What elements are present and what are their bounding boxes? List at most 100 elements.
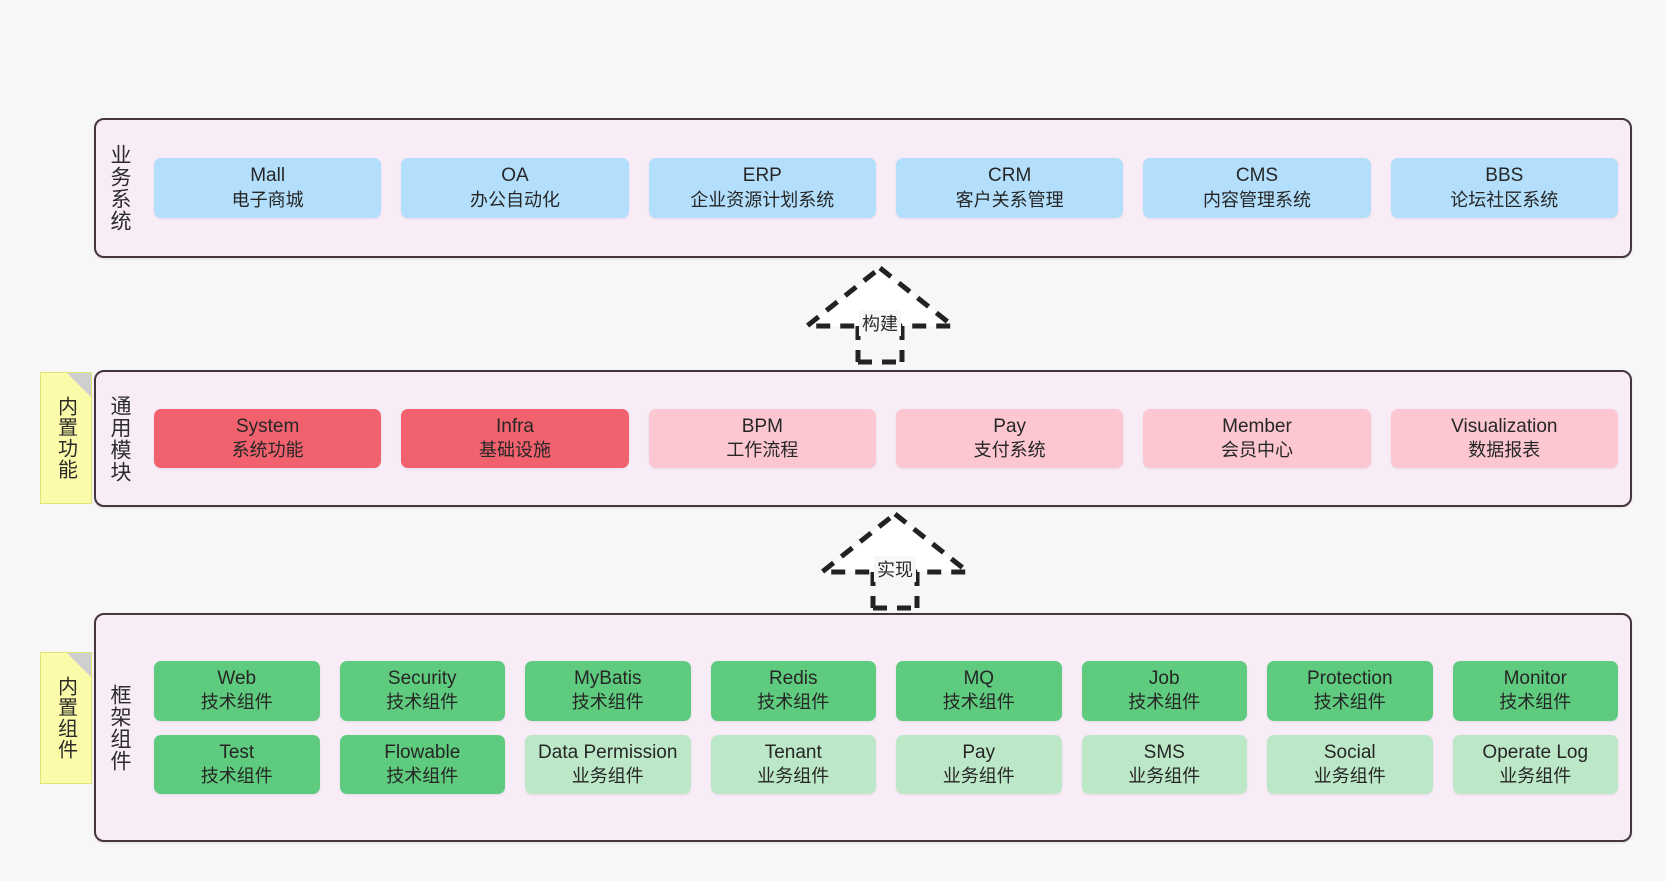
layer-business-systems: 业务系统 Mall 电子商城 OA 办公自动化 ERP 企业资源计划系统 CRM… — [94, 118, 1632, 258]
connector-build: 构建 — [799, 264, 961, 365]
module-card-bpm[interactable]: BPM 工作流程 — [648, 408, 876, 469]
module-card-subtitle: 技术组件 — [200, 765, 273, 786]
module-card-bbs[interactable]: BBS 论坛社区系统 — [1390, 158, 1618, 218]
module-card-subtitle: 企业资源计划系统 — [690, 189, 835, 210]
module-card-subtitle: 技术组件 — [1313, 692, 1386, 713]
module-card-title: Mall — [250, 165, 286, 187]
layer-row: System 系统功能 Infra 基础设施 BPM 工作流程 Pay 支付系统… — [154, 408, 1618, 469]
module-card-subtitle: 业务组件 — [1499, 765, 1572, 786]
module-card-security[interactable]: Security 技术组件 — [339, 661, 505, 721]
module-card-title: CMS — [1235, 165, 1279, 187]
module-card-monitor[interactable]: Monitor 技术组件 — [1452, 661, 1618, 721]
module-card-operate-log[interactable]: Operate Log 业务组件 — [1452, 734, 1618, 794]
layer-title-business-systems: 业务系统 — [108, 144, 132, 232]
module-card-title: SMS — [1143, 741, 1185, 763]
layer-body-framework-components: Web 技术组件 Security 技术组件 MyBatis 技术组件 Redi… — [142, 615, 1630, 840]
module-card-subtitle: 办公自动化 — [469, 189, 560, 210]
module-card-mall[interactable]: Mall 电子商城 — [154, 158, 382, 218]
note-label: 内置组件 — [54, 676, 77, 760]
generalization-arrowhead-icon — [799, 264, 961, 329]
module-card-mq[interactable]: MQ 技术组件 — [896, 661, 1062, 721]
module-card-subtitle: 业务组件 — [571, 765, 644, 786]
layer-common-modules: 通用模块 System 系统功能 Infra 基础设施 BPM 工作流程 Pay… — [94, 370, 1632, 507]
module-card-title: Member — [1222, 415, 1292, 437]
module-card-system[interactable]: System 系统功能 — [154, 408, 382, 469]
module-card-title: MQ — [963, 668, 995, 690]
module-card-social[interactable]: Social 业务组件 — [1267, 734, 1433, 794]
module-card-subtitle: 电子商城 — [231, 189, 304, 210]
module-card-title: Test — [219, 741, 255, 763]
module-card-subtitle: 业务组件 — [942, 765, 1015, 786]
note-builtin-features: 内置功能 — [40, 372, 92, 504]
module-card-subtitle: 会员中心 — [1220, 440, 1293, 461]
module-card-title: Pay — [993, 415, 1027, 437]
module-card-mybatis[interactable]: MyBatis 技术组件 — [525, 661, 691, 721]
module-card-subtitle: 技术组件 — [386, 692, 459, 713]
layer-framework-components: 框架组件 Web 技术组件 Security 技术组件 MyBatis 技术组件… — [94, 613, 1632, 842]
module-card-job[interactable]: Job 技术组件 — [1081, 661, 1247, 721]
module-card-subtitle: 业务组件 — [1128, 765, 1201, 786]
module-card-subtitle: 技术组件 — [386, 765, 459, 786]
module-card-sms[interactable]: SMS 业务组件 — [1081, 734, 1247, 794]
module-card-redis[interactable]: Redis 技术组件 — [710, 661, 876, 721]
module-card-title: Redis — [768, 668, 818, 690]
module-card-subtitle: 技术组件 — [757, 692, 830, 713]
module-card-member[interactable]: Member 会员中心 — [1143, 408, 1371, 469]
connector-label-build: 构建 — [859, 310, 901, 336]
note-label: 内置功能 — [54, 396, 77, 480]
layer-row: Test 技术组件 Flowable 技术组件 Data Permission … — [154, 734, 1618, 794]
module-card-subtitle: 技术组件 — [571, 692, 644, 713]
module-card-pay[interactable]: Pay 支付系统 — [895, 408, 1124, 469]
module-card-subtitle: 支付系统 — [973, 440, 1046, 461]
module-card-crm[interactable]: CRM 客户关系管理 — [895, 158, 1124, 218]
module-card-title: Monitor — [1503, 668, 1567, 690]
module-card-flowable[interactable]: Flowable 技术组件 — [339, 734, 505, 794]
module-card-infra[interactable]: Infra 基础设施 — [401, 408, 629, 469]
module-card-title: Flowable — [384, 741, 461, 763]
module-card-subtitle: 技术组件 — [1128, 692, 1201, 713]
layer-body-business-systems: Mall 电子商城 OA 办公自动化 ERP 企业资源计划系统 CRM 客户关系… — [142, 120, 1630, 256]
module-card-subtitle: 业务组件 — [1313, 765, 1386, 786]
module-card-title: BBS — [1485, 165, 1524, 187]
module-card-title: Tenant — [764, 741, 822, 763]
module-card-web[interactable]: Web 技术组件 — [154, 661, 320, 721]
layer-title-framework-components: 框架组件 — [108, 683, 132, 772]
generalization-arrowhead-icon — [814, 510, 976, 575]
layer-body-common-modules: System 系统功能 Infra 基础设施 BPM 工作流程 Pay 支付系统… — [142, 372, 1630, 505]
module-card-title: Operate Log — [1482, 741, 1589, 763]
layer-row: Web 技术组件 Security 技术组件 MyBatis 技术组件 Redi… — [154, 661, 1618, 721]
layer-title-common-modules: 通用模块 — [108, 394, 132, 483]
layer-row: Mall 电子商城 OA 办公自动化 ERP 企业资源计划系统 CRM 客户关系… — [154, 158, 1618, 218]
module-card-title: Web — [217, 668, 257, 690]
module-card-protection[interactable]: Protection 技术组件 — [1267, 661, 1433, 721]
module-card-subtitle: 数据报表 — [1468, 440, 1541, 461]
module-card-title: BPM — [741, 415, 783, 437]
module-card-erp[interactable]: ERP 企业资源计划系统 — [648, 158, 876, 218]
module-card-subtitle: 内容管理系统 — [1202, 189, 1311, 210]
module-card-title: Data Permission — [538, 741, 678, 763]
module-card-subtitle: 系统功能 — [231, 440, 304, 461]
module-card-pay-business[interactable]: Pay 业务组件 — [896, 734, 1062, 794]
module-card-visualization[interactable]: Visualization 数据报表 — [1390, 408, 1618, 469]
module-card-subtitle: 工作流程 — [726, 440, 799, 461]
module-card-title: Protection — [1306, 668, 1393, 690]
module-card-subtitle: 技术组件 — [1499, 692, 1572, 713]
module-card-subtitle: 技术组件 — [942, 692, 1015, 713]
module-card-title: Pay — [962, 741, 996, 763]
module-card-cms[interactable]: CMS 内容管理系统 — [1143, 158, 1371, 218]
module-card-title: System — [235, 415, 300, 437]
module-card-title: Security — [387, 668, 457, 690]
module-card-data-permission[interactable]: Data Permission 业务组件 — [525, 734, 691, 794]
module-card-subtitle: 论坛社区系统 — [1450, 189, 1559, 210]
module-card-title: CRM — [988, 165, 1032, 187]
module-card-title: OA — [501, 165, 529, 187]
module-card-oa[interactable]: OA 办公自动化 — [401, 158, 629, 218]
module-card-title: Infra — [495, 415, 534, 437]
connector-implement: 实现 — [814, 510, 976, 611]
module-card-subtitle: 技术组件 — [200, 692, 273, 713]
module-card-tenant[interactable]: Tenant 业务组件 — [710, 734, 876, 794]
module-card-title: Job — [1148, 668, 1180, 690]
module-card-title: ERP — [742, 165, 782, 187]
module-card-test[interactable]: Test 技术组件 — [154, 734, 320, 794]
